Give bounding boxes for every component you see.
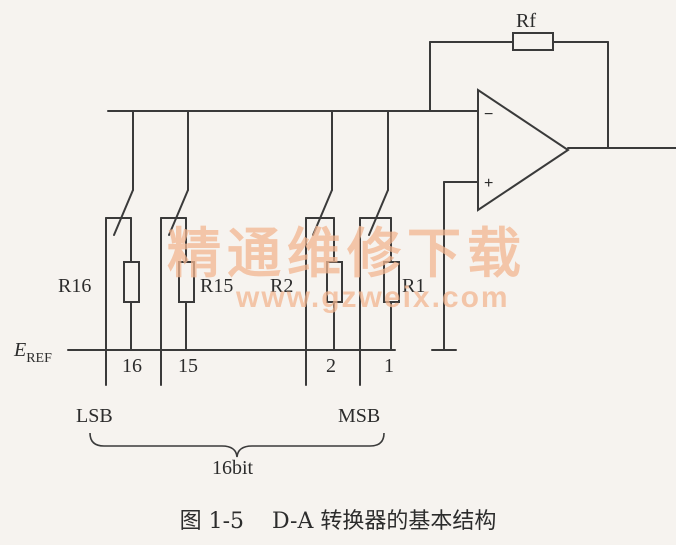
bit-number-15: 15	[178, 355, 198, 377]
watermark-chinese: 精通维修下载	[167, 222, 527, 285]
r2-label: R2	[270, 275, 293, 297]
switch-channel-15	[160, 110, 195, 386]
op-amp-minus-sign: −	[484, 106, 493, 123]
rf-label: Rf	[516, 10, 536, 32]
r16-label: R16	[58, 275, 91, 297]
op-amp-symbol	[477, 88, 570, 212]
bit-number-16: 16	[122, 355, 142, 377]
feedback-resistor-rf	[512, 32, 554, 51]
bit-range-brace	[89, 432, 385, 458]
switch-channel-2	[305, 110, 343, 386]
eref-label: EREF	[13, 339, 52, 366]
lsb-label: LSB	[76, 405, 113, 427]
watermark-url: www.gzweix.com	[235, 281, 510, 314]
resistor-r16	[123, 261, 140, 303]
msb-label: MSB	[338, 405, 380, 427]
r15-label: R15	[200, 275, 233, 297]
figure-caption: 图 1-5 D-A 转换器的基本结构	[180, 509, 497, 534]
r1-label: R1	[402, 275, 425, 297]
bit-number-2: 2	[326, 355, 336, 377]
bit-number-1: 1	[384, 355, 394, 377]
op-amp-plus-sign: +	[484, 175, 493, 192]
switch-channel-16	[105, 110, 140, 386]
bit-width-label: 16bit	[212, 457, 254, 479]
switch-channel-1	[359, 110, 400, 386]
